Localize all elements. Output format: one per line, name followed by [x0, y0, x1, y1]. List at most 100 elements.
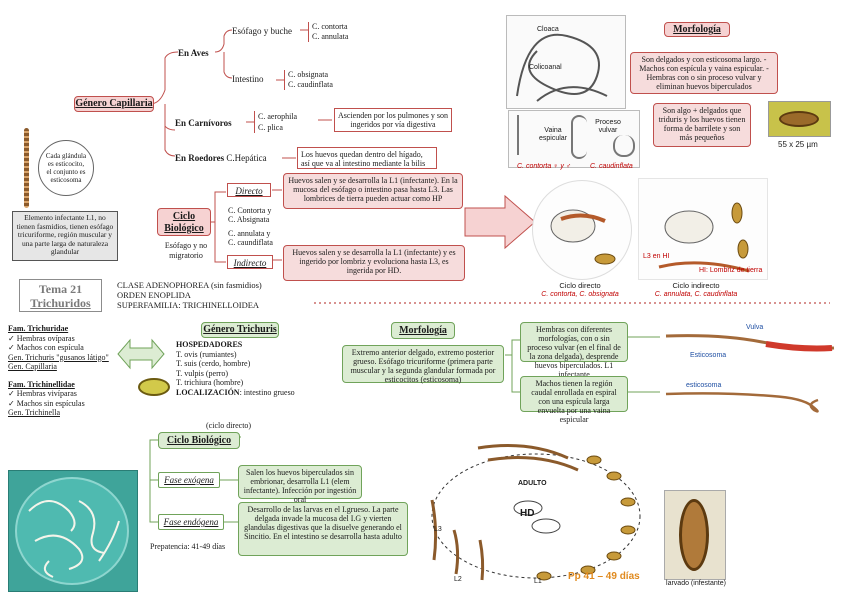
trichuris-egg-image: [137, 376, 171, 398]
species-aerophila: C. aerophila: [258, 112, 298, 121]
fam2-title: Fam. Trichinellidae: [8, 379, 75, 389]
indirecto-note: Huevos salen y se desarrolla la L1 (infe…: [283, 245, 465, 281]
l1-label: L1: [534, 578, 542, 585]
spec-a-caption: C. contorta ♀ y ♂: [517, 163, 572, 170]
esticosoma-label-2: esticosoma: [686, 382, 722, 389]
gland-bubble: Cada glándula es esticocito, el conjunto…: [38, 140, 94, 196]
l3-trichuris-label: L3: [434, 526, 442, 533]
ciclo-directo-note: (ciclo directo): [206, 421, 252, 430]
genero-trichuris-label: Género Trichuris: [201, 322, 279, 338]
capillaria-male-diagram: Cloaca Colicoanal: [506, 15, 626, 109]
species-plica: C. plica: [258, 123, 283, 132]
directo-species: C. Contorta y C. Absignata: [228, 206, 272, 224]
aves-label: En Aves: [178, 48, 209, 58]
ciclo-capillaria-sub: Esófago y no migratorio: [164, 241, 208, 260]
intestino-species: C. obsignata C. caudinflata: [284, 70, 333, 90]
host-suis: T. suis (cerdo, hombre): [176, 359, 251, 368]
capillaria-spicule-diagram: Vaina espicular Proceso vulvar: [508, 110, 640, 168]
roedores-species: C.Hepática: [226, 153, 267, 163]
trichuris-petri-photo: [8, 470, 138, 592]
superfamilia-text: SUPERFAMILIA: TRICHINELLOIDEA: [117, 300, 260, 310]
egg-size-label: 55 x 25 µm: [778, 140, 818, 149]
fam1-gen1: Gen. Trichuris "gusanos látigo": [8, 352, 109, 362]
fase-exogena-text: Salen los huevos biperculados sin embrio…: [238, 465, 362, 504]
adulto-label: ADULTO: [518, 480, 547, 487]
ciclo-indirecto-image: L3 en HI HI: Lombriz de tierra: [638, 178, 768, 280]
fam2-item-1: ✓ Machos sin espículas: [8, 398, 85, 408]
spec-b-caption: C. caudinflata: [590, 163, 633, 170]
gland-box: Elemento infectante L1, no tienen fasmid…: [12, 211, 118, 261]
male-worm-image: esticosoma: [662, 380, 838, 416]
larva-caption: larvado (infestante): [666, 580, 726, 587]
orden-text: ORDEN ENOPLIDA: [117, 290, 191, 300]
vaina-label: Vaina espicular: [539, 127, 568, 142]
capillaria-worm-image: [18, 128, 36, 208]
localizacion-value: : intestino grueso: [239, 387, 295, 397]
tema-title-box: Tema 21 Trichuridos: [19, 279, 102, 312]
localizacion-label: LOCALIZACIÓN: [176, 387, 240, 397]
ciclo-directo-caption: Ciclo directo: [559, 281, 601, 290]
host-ovis: T. ovis (rumiantes): [176, 349, 237, 359]
species-caudinflata: C. caudinflata: [288, 80, 333, 89]
carnivoros-label: En Carnívoros: [175, 118, 232, 128]
female-worm-image: Vulva Esticosoma: [662, 322, 838, 364]
fase-endogena-label: Fase endógena: [158, 514, 224, 530]
esticosoma-label-1: Esticosoma: [690, 352, 727, 359]
colicoanal-label: Colicoanal: [529, 64, 562, 71]
fam1-gen2: Gen. Capillaria: [8, 362, 57, 371]
tema-title: Tema 21: [38, 282, 83, 296]
directo-note: Huevos salen y se desarrolla la L1 (infe…: [283, 173, 463, 209]
larva-egg-photo: [664, 490, 726, 580]
hospedadores-block: HOSPEDADORES T. ovis (rumiantes) T. suis…: [176, 340, 346, 397]
ciclo-directo-image: [532, 180, 632, 280]
roedores-note: Los huevos quedan dentro del hígado, así…: [297, 147, 437, 169]
morfologia-capillaria-note2: Son algo + delgados que triduris y los h…: [653, 103, 751, 147]
hospedadores-title: HOSPEDADORES: [176, 340, 243, 349]
indirecto-label: Indirecto: [227, 255, 273, 269]
intestino-label: Intestino: [232, 74, 264, 84]
fam1-title: Fam. Trichuridae: [8, 324, 69, 333]
indirecto-species: C. annulata y C. caundiflata: [228, 229, 273, 247]
pp-label: Pp 41 – 49 días: [568, 571, 640, 582]
species-contorta: C. contorta: [312, 22, 348, 31]
gland-bubble-text: Cada glándula es esticocito, el conjunto…: [45, 152, 87, 184]
trichuris-lifecycle-diagram: ADULTO HD L1 L2 L3: [418, 430, 654, 590]
ciclo-trichuris-label: Ciclo Biológico: [158, 432, 240, 449]
species-obsignata: C. obsignata: [288, 70, 328, 79]
hd-label: HD: [520, 508, 535, 519]
directo-label: Directo: [227, 183, 271, 197]
genero-capillaria-label: Género Capillaria: [74, 96, 154, 112]
carnivoros-species: C. aerophila C. plica: [254, 111, 297, 133]
fase-endogena-text: Desarrollo de las larvas en el I.grueso.…: [238, 502, 408, 556]
clase-text: CLASE ADENOPHOREA (sin fasmidios): [117, 280, 262, 290]
machos-text: Machos tienen la región caudal enrollada…: [520, 376, 628, 424]
fam1-item-1: ✓ Machos con espícula: [8, 343, 84, 352]
localizacion-row: LOCALIZACIÓN: intestino grueso: [176, 388, 346, 398]
tema-subtitle: Trichuridos: [30, 296, 91, 310]
ciclo-capillaria-label: Ciclo Biológico: [157, 208, 211, 236]
species-annulata: C. annulata: [312, 32, 349, 41]
carnivoros-note: Ascienden por los pulmones y son ingerid…: [334, 108, 452, 132]
fase-exogena-label: Fase exógena: [158, 472, 220, 488]
familia-list: Fam. Trichuridae ✓ Hembras ovíparas ✓ Ma…: [8, 324, 126, 418]
roedores-label: En Roedores: [175, 153, 225, 163]
fam1-item-0: ✓ Hembras ovíparas: [8, 333, 75, 343]
vulva-label: Vulva: [746, 324, 764, 331]
esofago-species: C. contorta C. annulata: [308, 22, 348, 42]
hembras-text: Hembras con diferentes morfologías, con …: [520, 322, 628, 379]
roedores-row: En Roedores C.Hepática: [175, 153, 267, 163]
capillaria-egg-image: [768, 101, 831, 137]
ciclo-directo-species: C. contorta, C. obsignata: [541, 291, 619, 298]
host-vulpis: T. vulpis (perro): [176, 368, 229, 378]
l3-label: L3 en HI: [643, 253, 670, 260]
esofago-buche-label: Esófago y buche: [232, 26, 292, 36]
ciclo-indirecto-species: C. annulata, C. caudinflata: [654, 291, 738, 298]
l2-label: L2: [454, 576, 462, 583]
lombriz-label: HI: Lombriz de tierra: [699, 267, 763, 274]
morfologia-trichuris-text: Extremo anterior delgado, extremo poster…: [342, 345, 504, 384]
morfologia-capillaria-label: Morfología: [664, 22, 730, 37]
fam2-item-0: ✓ Hembras vivíparas: [8, 389, 77, 398]
morfologia-capillaria-note1: Son delgados y con esticosoma largo. -Ma…: [630, 52, 778, 94]
proceso-label: Proceso vulvar: [595, 119, 621, 134]
